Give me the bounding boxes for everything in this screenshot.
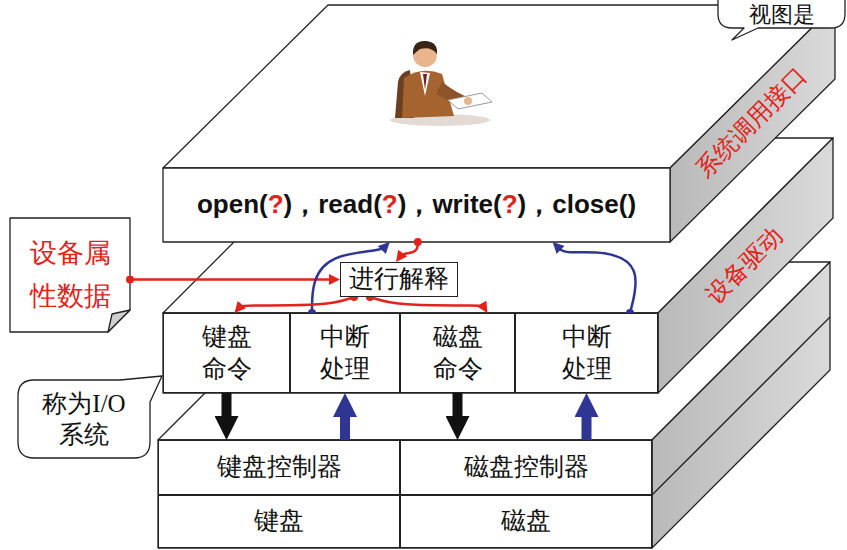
controller-box: 磁盘控制器 bbox=[400, 440, 652, 495]
text-holder: 中断 处理 bbox=[562, 321, 612, 386]
device-box: 磁盘 bbox=[400, 495, 652, 548]
text-holder: 键盘 bbox=[254, 505, 304, 538]
command-cell-text: 磁盘 命令 bbox=[433, 321, 483, 386]
controller-box: 键盘控制器 bbox=[158, 440, 400, 495]
controller-box-text: 键盘控制器 bbox=[217, 451, 342, 484]
system-call-layer: open(?)，read(?)，write(?)，close() 系统调用接口 bbox=[163, 5, 835, 242]
query-mark: ? bbox=[382, 189, 398, 219]
controller-box-text: 磁盘控制器 bbox=[464, 451, 589, 484]
text-holder: 进行解释 bbox=[349, 265, 449, 294]
text-holder: 称为I/O 系统 bbox=[42, 388, 125, 451]
flow-arrow bbox=[130, 278, 332, 281]
document-note-outline bbox=[10, 218, 130, 332]
interrupt-cell-text: 中断 处理 bbox=[562, 321, 612, 386]
interpret-box: 进行解释 bbox=[340, 262, 458, 297]
signal-arrow bbox=[582, 410, 592, 440]
text-holder: 磁盘控制器 bbox=[464, 451, 589, 484]
text-holder: 中断 处理 bbox=[320, 321, 370, 386]
text-holder: 设备属 性数据 bbox=[30, 232, 111, 318]
text-holder: open(?)，read(?)，write(?)，close() bbox=[163, 168, 670, 242]
layer-title-text: 设备驱动 bbox=[701, 222, 789, 310]
document-note: 设备属 性数据 bbox=[10, 218, 130, 332]
text-holder: 视图是 bbox=[749, 4, 815, 26]
document-note-text: 设备属 性数据 bbox=[30, 232, 111, 318]
call-list-text: open(?)，read(?)，write(?)，close() bbox=[197, 189, 636, 220]
callout-bubble: 称为I/O 系统 bbox=[18, 380, 150, 458]
query-mark: ? bbox=[268, 189, 284, 219]
text-holder: 键盘 命令 bbox=[202, 321, 252, 386]
command-cell: 磁盘 命令 bbox=[400, 313, 515, 393]
text-holder: 磁盘 命令 bbox=[433, 321, 483, 386]
interrupt-cell-text: 中断 处理 bbox=[320, 321, 370, 386]
layer-title-text: 系统调用接口 bbox=[691, 62, 813, 184]
signal-arrow bbox=[340, 410, 350, 440]
speech-bubble: 视图是 bbox=[718, 0, 845, 28]
command-cell-text: 键盘 命令 bbox=[202, 321, 252, 386]
query-mark: ? bbox=[502, 189, 518, 219]
command-cell: 键盘 命令 bbox=[163, 313, 290, 393]
interrupt-cell: 中断 处理 bbox=[515, 313, 658, 393]
interpret-box-text: 进行解释 bbox=[349, 265, 449, 294]
interrupt-cell: 中断 处理 bbox=[290, 313, 400, 393]
driver-layer: 进行解释键盘 命令 中断 处理 磁盘 命令 中断 处理 设备驱动 bbox=[163, 138, 833, 393]
text-holder: 键盘控制器 bbox=[217, 451, 342, 484]
callout-bubble-text: 称为I/O 系统 bbox=[42, 388, 125, 451]
device-box: 键盘 bbox=[158, 495, 400, 548]
signal-arrow bbox=[222, 393, 232, 423]
device-box-text: 键盘 bbox=[254, 505, 304, 538]
text-holder: 磁盘 bbox=[501, 505, 551, 538]
signal-arrow bbox=[453, 393, 463, 423]
speech-bubble-text: 视图是 bbox=[749, 4, 815, 26]
device-box-text: 磁盘 bbox=[501, 505, 551, 538]
